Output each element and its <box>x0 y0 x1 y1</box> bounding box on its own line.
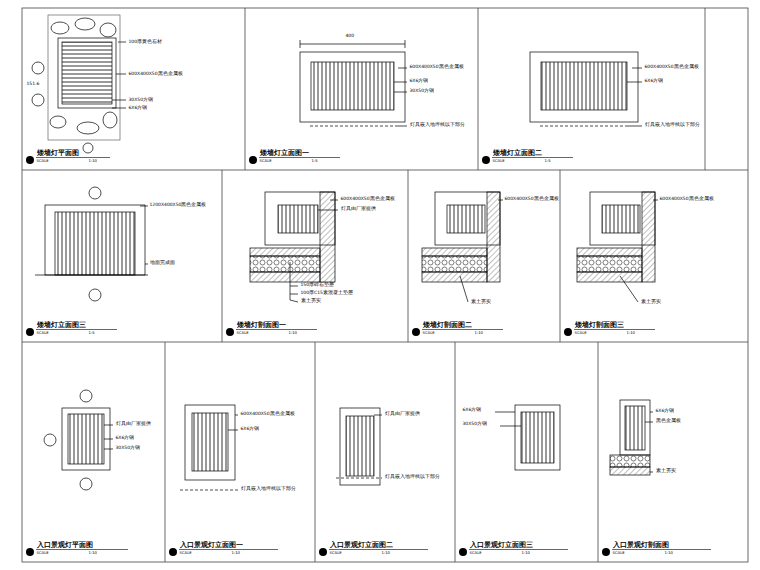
scale-value: 1:5 <box>88 331 95 335</box>
annotation-text: 灯具嵌入地坪线以下部分 <box>409 123 465 128</box>
annotation-text: 30X50方钢 <box>462 422 488 427</box>
scale-label: SCALE <box>422 331 435 335</box>
annotation-text: 600X400X50黑色金属板 <box>659 197 714 202</box>
scale-value: 1:5 <box>311 159 318 163</box>
annotation-text: 灯具嵌入地坪线以下部分 <box>384 475 440 480</box>
scale-label: SCALE <box>36 159 49 163</box>
scale-label: SCALE <box>574 331 587 335</box>
annotation-text: 6X6方钢 <box>655 409 675 414</box>
annotation-text: 素土夯实 <box>655 469 676 474</box>
annotation-text: 6X6方钢 <box>240 427 260 432</box>
annotation-text: 600X400X50黑色金属板 <box>340 197 395 202</box>
title-text: 矮墙灯剖面图二 <box>422 322 472 329</box>
annotation-text: 400 <box>345 34 355 39</box>
scale-label: SCALE <box>469 551 482 555</box>
title-text: 矮墙灯立面图二 <box>492 150 542 157</box>
scale-value: 1:10 <box>521 551 531 555</box>
scale-label: SCALE <box>36 331 49 335</box>
title-text: 入口景观灯立面图二 <box>329 542 393 549</box>
scale-label: SCALE <box>492 159 505 163</box>
annotation-text: 600X400X50黑色金属板 <box>240 412 295 417</box>
annotation-text: 素土夯实 <box>470 300 491 305</box>
scale-value: 1:10 <box>231 551 241 555</box>
annotation-text: 600X400X50黑色金属板 <box>128 72 183 77</box>
scale-value: 1:10 <box>474 331 484 335</box>
annotation-text: 素土夯实 <box>640 300 661 305</box>
scale-label: SCALE <box>236 331 249 335</box>
annotation-text: 地面完成面 <box>149 261 175 266</box>
annotation-text: 6X6方钢 <box>462 408 482 413</box>
annotation-text: 151.6 <box>26 82 40 87</box>
annotation-text: 灯具由厂家提供 <box>384 412 420 417</box>
scale-value: 1:10 <box>88 159 98 163</box>
title-text: 矮墙灯平面图 <box>36 150 79 157</box>
annotation-text: 600X400X50黑色金属板 <box>409 65 464 70</box>
scale-value: 1:10 <box>381 551 391 555</box>
scale-label: SCALE <box>259 159 272 163</box>
scale-label: SCALE <box>36 551 49 555</box>
annotation-text: 灯具嵌入地坪线以下部分 <box>240 487 296 492</box>
scale-value: 1:10 <box>88 551 98 555</box>
annotation-text: 素土夯实 <box>300 299 321 304</box>
annotation-text: 6X6方钢 <box>644 79 664 84</box>
scale-value: 1:10 <box>626 331 636 335</box>
annotation-text: 30X50方钢 <box>409 89 435 94</box>
title-text: 矮墙灯立面图一 <box>259 150 309 157</box>
annotation-text: 1200X400X50黑色金属板 <box>149 203 207 208</box>
scale-value: 1:10 <box>664 551 674 555</box>
title-text: 矮墙灯剖面图一 <box>236 322 286 329</box>
scale-label: SCALE <box>179 551 192 555</box>
title-text: 矮墙灯立面图三 <box>36 322 86 329</box>
annotation-text: 黑色金属板 <box>655 419 681 424</box>
title-text: 入口景观灯平面图 <box>36 542 93 549</box>
annotation-text: 6X6方钢 <box>128 106 148 111</box>
annotation-text: 6X6方钢 <box>115 436 135 441</box>
annotation-text: 6X6方钢 <box>409 79 429 84</box>
scale-value: 1:5 <box>544 159 551 163</box>
scale-label: SCALE <box>329 551 342 555</box>
annotation-text: 30X50方钢 <box>128 98 154 103</box>
title-text: 入口景观灯立面图三 <box>469 542 533 549</box>
annotation-text: 灯具由厂家提供 <box>115 422 151 427</box>
annotation-text: 100厚黄色石材 <box>128 40 163 45</box>
annotation-text: 600X400X50黑色金属板 <box>644 65 699 70</box>
title-text: 入口景观灯剖面图 <box>612 542 669 549</box>
annotation-text: 100厚C15素混凝土垫层 <box>300 291 353 296</box>
annotation-text: 150厚碎石垫层 <box>300 283 335 288</box>
scale-value: 1:10 <box>288 331 298 335</box>
annotation-text: 灯具由厂家提供 <box>340 207 376 212</box>
annotation-text: 30X50方钢 <box>115 446 141 451</box>
title-text: 矮墙灯剖面图三 <box>574 322 624 329</box>
annotation-text: 灯具嵌入地坪线以下部分 <box>644 123 700 128</box>
title-text: 入口景观灯立面图一 <box>179 542 243 549</box>
annotation-text: 600X400X50黑色金属板 <box>504 197 559 202</box>
scale-label: SCALE <box>612 551 625 555</box>
